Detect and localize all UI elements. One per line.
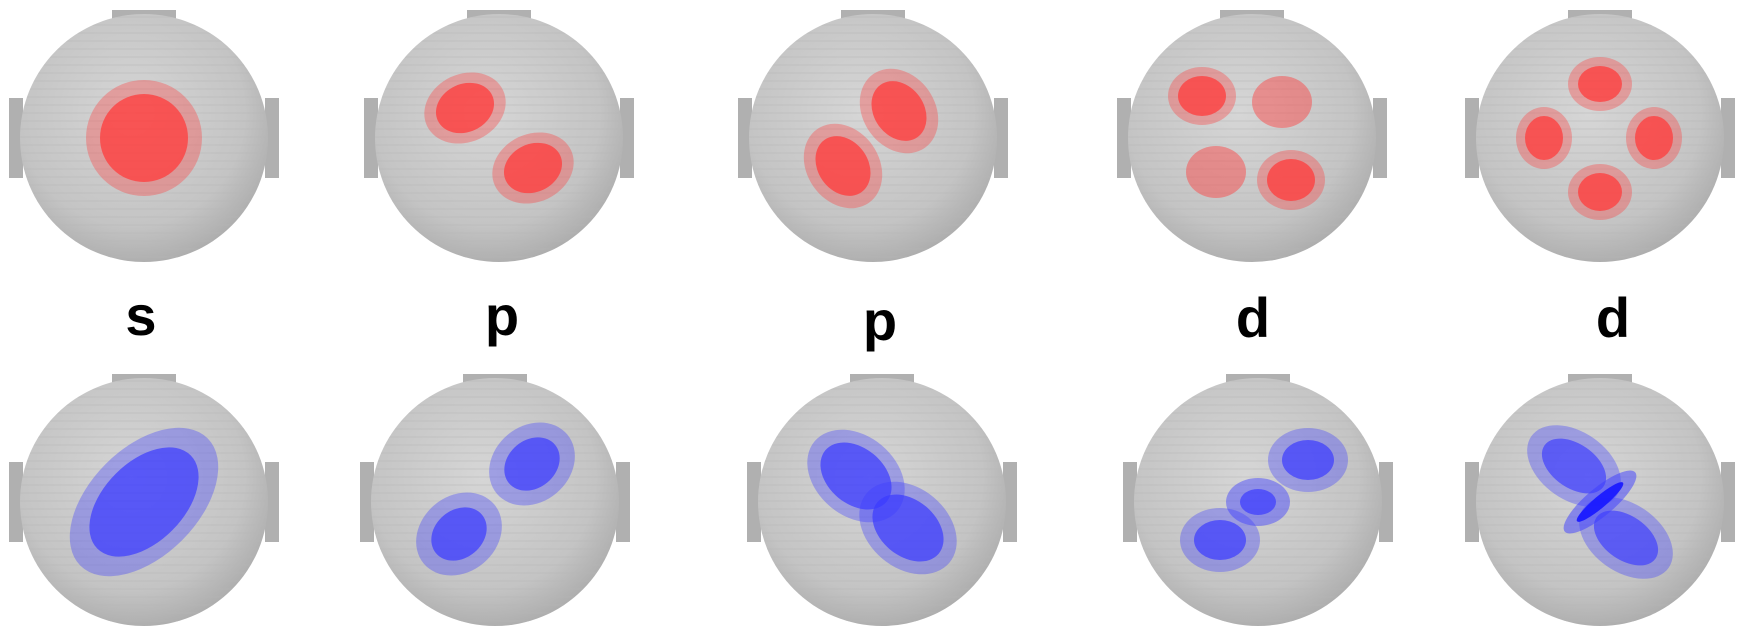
d-orbital-blue-lobes xyxy=(1180,428,1348,572)
p-orbital-red-lobes xyxy=(803,68,939,209)
label-3: p xyxy=(863,289,897,352)
sphere-top-3 xyxy=(738,10,1008,262)
sphere-bottom-5 xyxy=(1465,374,1735,626)
d-orbital-red-lobes xyxy=(1168,67,1325,210)
label-4: d xyxy=(1236,286,1270,349)
d-orbital-blue-lobes xyxy=(1527,425,1673,579)
sphere-bottom-1 xyxy=(9,374,279,626)
label-5: d xyxy=(1596,286,1630,349)
p-orbital-blue-lobes xyxy=(416,422,575,576)
sphere-bottom-3 xyxy=(747,374,1017,626)
label-2: p xyxy=(485,284,519,347)
label-1: s xyxy=(125,284,156,347)
sphere-top-5 xyxy=(1465,10,1735,262)
sphere-top-4 xyxy=(1117,10,1387,262)
s-orbital-blue-lobe xyxy=(69,427,219,577)
sphere-bottom-2 xyxy=(360,374,630,626)
p-orbital-red-lobes xyxy=(424,72,574,204)
p-orbital-blue-lobes xyxy=(807,429,957,575)
s-orbital-red-lobe xyxy=(86,80,202,196)
sphere-bottom-4 xyxy=(1123,374,1393,626)
d-orbital-red-lobes xyxy=(1516,57,1682,220)
sphere-top-1 xyxy=(9,10,279,262)
sphere-top-2 xyxy=(364,10,634,262)
